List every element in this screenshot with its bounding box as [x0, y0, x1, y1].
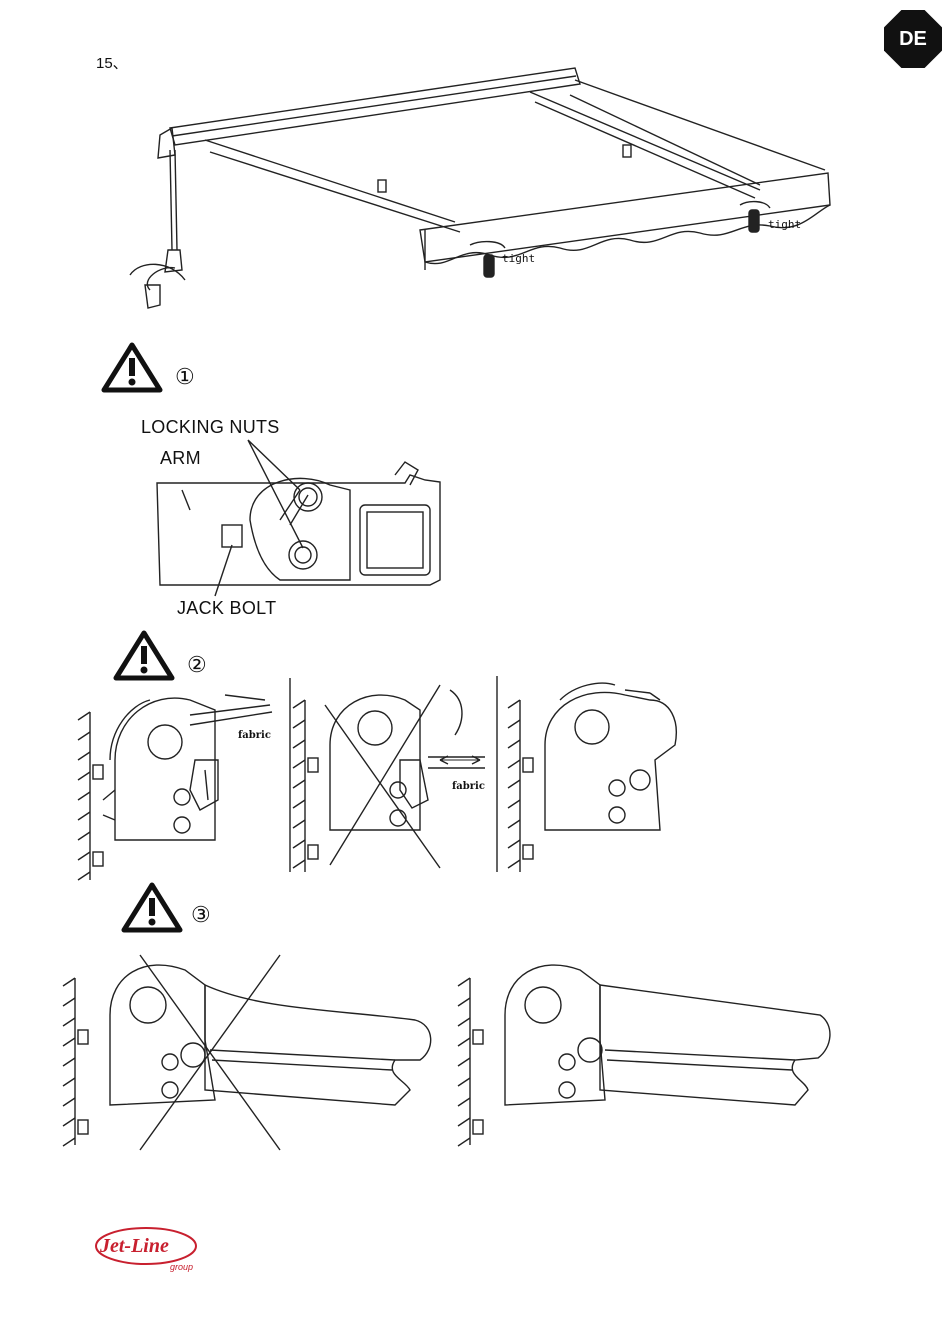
logo-subtext: group [170, 1262, 193, 1272]
logo-text: Jet-Line [99, 1235, 169, 1257]
